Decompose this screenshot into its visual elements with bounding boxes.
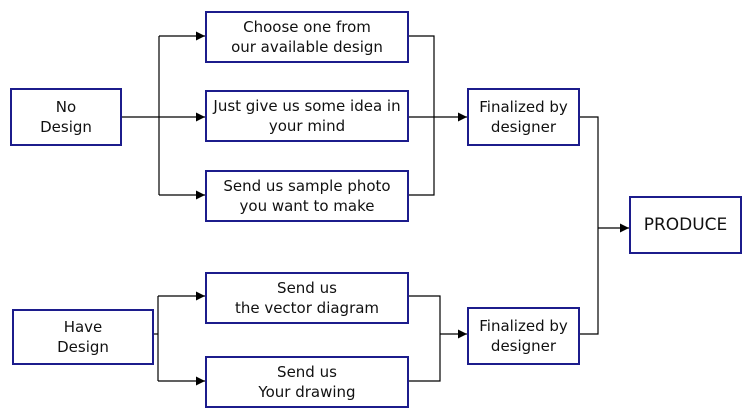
have-design-box: Have Design xyxy=(12,309,154,365)
give-idea-box: Just give us some idea in your mind xyxy=(205,90,409,142)
connector-finalized-merge xyxy=(580,116,599,335)
no-design-box: No Design xyxy=(10,88,122,146)
finalized-bottom-box: Finalized by designer xyxy=(467,307,580,365)
choose-design-box: Choose one from our available design xyxy=(205,11,409,63)
produce-box: PRODUCE xyxy=(629,196,742,254)
send-vector-box: Send us the vector diagram xyxy=(205,272,409,324)
connector-bottom-options-out xyxy=(409,295,441,382)
finalized-top-box: Finalized by designer xyxy=(467,88,580,146)
send-photo-box: Send us sample photo you want to make xyxy=(205,170,409,222)
connector-choose-design-out xyxy=(409,35,435,196)
send-drawing-box: Send us Your drawing xyxy=(205,356,409,408)
